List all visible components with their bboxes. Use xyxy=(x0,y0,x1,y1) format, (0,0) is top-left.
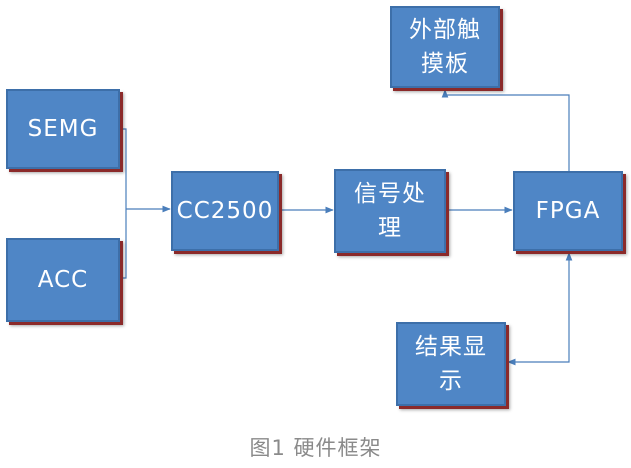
node-cc2500: CC2500 xyxy=(171,171,279,251)
arrow-fpga-to-touchpad xyxy=(441,89,570,171)
node-result-display-line-2: 示 xyxy=(439,368,463,394)
node-signal-processing-line-2: 理 xyxy=(378,215,402,241)
arrow-fpga-result-bidirectional xyxy=(507,252,573,366)
node-touchpad: 外部触 摸板 xyxy=(390,6,500,88)
node-semg-label: SEMG xyxy=(27,116,99,142)
node-acc: ACC xyxy=(6,238,120,322)
line-semg-to-junction xyxy=(120,128,127,209)
node-result-display: 结果显 示 xyxy=(396,322,506,406)
node-cc2500-label: CC2500 xyxy=(176,198,274,224)
node-semg: SEMG xyxy=(6,89,120,169)
line-acc-to-junction xyxy=(120,209,127,279)
node-fpga-label: FPGA xyxy=(535,198,601,224)
node-touchpad-line-1: 外部触 xyxy=(409,17,481,43)
node-touchpad-line-2: 摸板 xyxy=(421,51,469,77)
node-result-display-line-1: 结果显 xyxy=(415,334,487,360)
figure-caption: 图1 硬件框架 xyxy=(249,436,382,460)
node-acc-label: ACC xyxy=(37,267,89,293)
node-signal-processing-line-1: 信号处 xyxy=(354,181,426,207)
node-fpga: FPGA xyxy=(513,171,623,251)
node-signal-processing: 信号处 理 xyxy=(334,169,446,253)
